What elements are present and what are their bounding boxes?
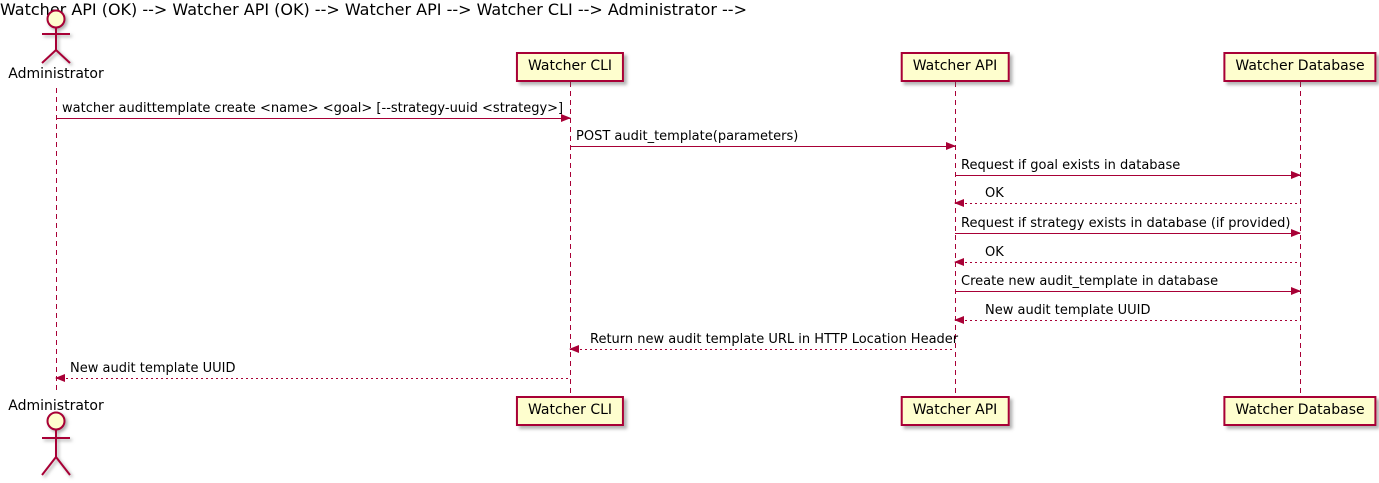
participant-box-watcher-cli-bottom: Watcher CLI (515, 396, 625, 426)
arrowhead-left-icon (954, 316, 964, 324)
message-4-arrow (954, 199, 1300, 207)
participant-box-watcher-api-bottom: Watcher API (900, 396, 1010, 426)
arrowhead-right-icon (1291, 287, 1301, 295)
participant-box-watcher-database-bottom: Watcher Database (1223, 396, 1377, 426)
actor-icon (41, 411, 71, 476)
message-9-arrow (569, 345, 955, 353)
message-1-arrow (56, 114, 571, 122)
arrowhead-left-icon (55, 374, 65, 382)
participant-box-watcher-cli-top: Watcher CLI (515, 52, 625, 82)
message-8-arrow (954, 316, 1300, 324)
message-9-label: Return new audit template URL in HTTP Lo… (590, 332, 959, 347)
arrowhead-right-icon (561, 114, 571, 122)
lifeline-watcher-database (1300, 82, 1301, 396)
message-6-arrow (954, 258, 1300, 266)
actor-label-top: Administrator (8, 66, 104, 82)
lifeline-watcher-cli (570, 82, 571, 396)
arrowhead-left-icon (954, 258, 964, 266)
message-5-arrow (955, 229, 1301, 237)
message-7-label: Create new audit_template in database (961, 274, 1219, 289)
arrowhead-right-icon (1291, 229, 1301, 237)
message-2-arrow (570, 142, 956, 150)
message-10-label: New audit template UUID (70, 361, 236, 376)
participant-box-watcher-database-top: Watcher Database (1223, 52, 1377, 82)
actor-label-bottom: Administrator (8, 398, 104, 414)
message-7-arrow (955, 287, 1301, 295)
actor-icon (41, 9, 71, 64)
lifeline-watcher-api (955, 82, 956, 396)
message-3-label: Request if goal exists in database (961, 158, 1181, 173)
participant-box-watcher-api-top: Watcher API (900, 52, 1010, 82)
lifeline-administrator (56, 88, 57, 392)
message-4-label: OK (985, 186, 1004, 201)
arrowhead-right-icon (946, 142, 956, 150)
message-2-label: POST audit_template(parameters) (576, 129, 799, 144)
message-3-arrow (955, 171, 1301, 179)
message-8-label: New audit template UUID (985, 303, 1151, 318)
message-5-label: Request if strategy exists in database (… (961, 216, 1291, 231)
arrowhead-left-icon (569, 345, 579, 353)
message-6-label: OK (985, 245, 1004, 260)
arrowhead-left-icon (954, 199, 964, 207)
message-1-label: watcher audittemplate create <name> <goa… (62, 101, 564, 116)
message-10-arrow (55, 374, 570, 382)
arrowhead-right-icon (1291, 171, 1301, 179)
